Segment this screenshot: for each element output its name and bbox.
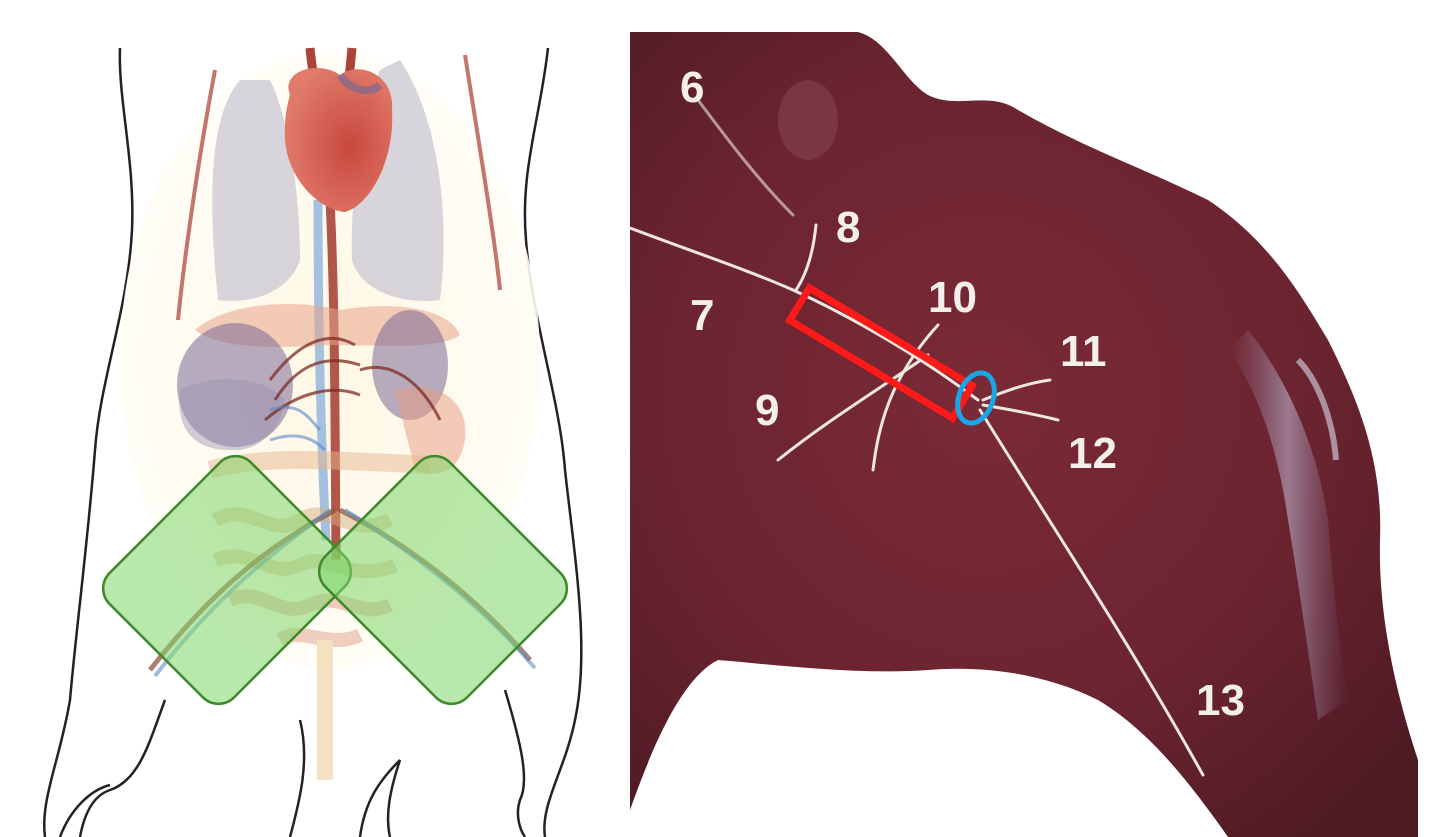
- label-11: 11: [1060, 327, 1107, 376]
- label-8: 8: [836, 203, 860, 252]
- dissection-photo: 6 7 8 9 10 11 12 13: [628, 0, 1430, 837]
- label-6: 6: [680, 63, 704, 112]
- label-9: 9: [755, 386, 779, 435]
- dissection-photo-panel: 6 7 8 9 10 11 12 13: [628, 0, 1430, 837]
- label-12: 12: [1068, 429, 1117, 478]
- left-hindlimb-outline: [60, 700, 165, 837]
- label-10: 10: [928, 273, 977, 322]
- anatomy-diagram-panel: [0, 0, 620, 837]
- anatomy-diagram: [0, 0, 620, 837]
- label-13: 13: [1196, 676, 1245, 725]
- right-hindlimb-outline: [360, 690, 525, 837]
- label-7: 7: [690, 291, 714, 340]
